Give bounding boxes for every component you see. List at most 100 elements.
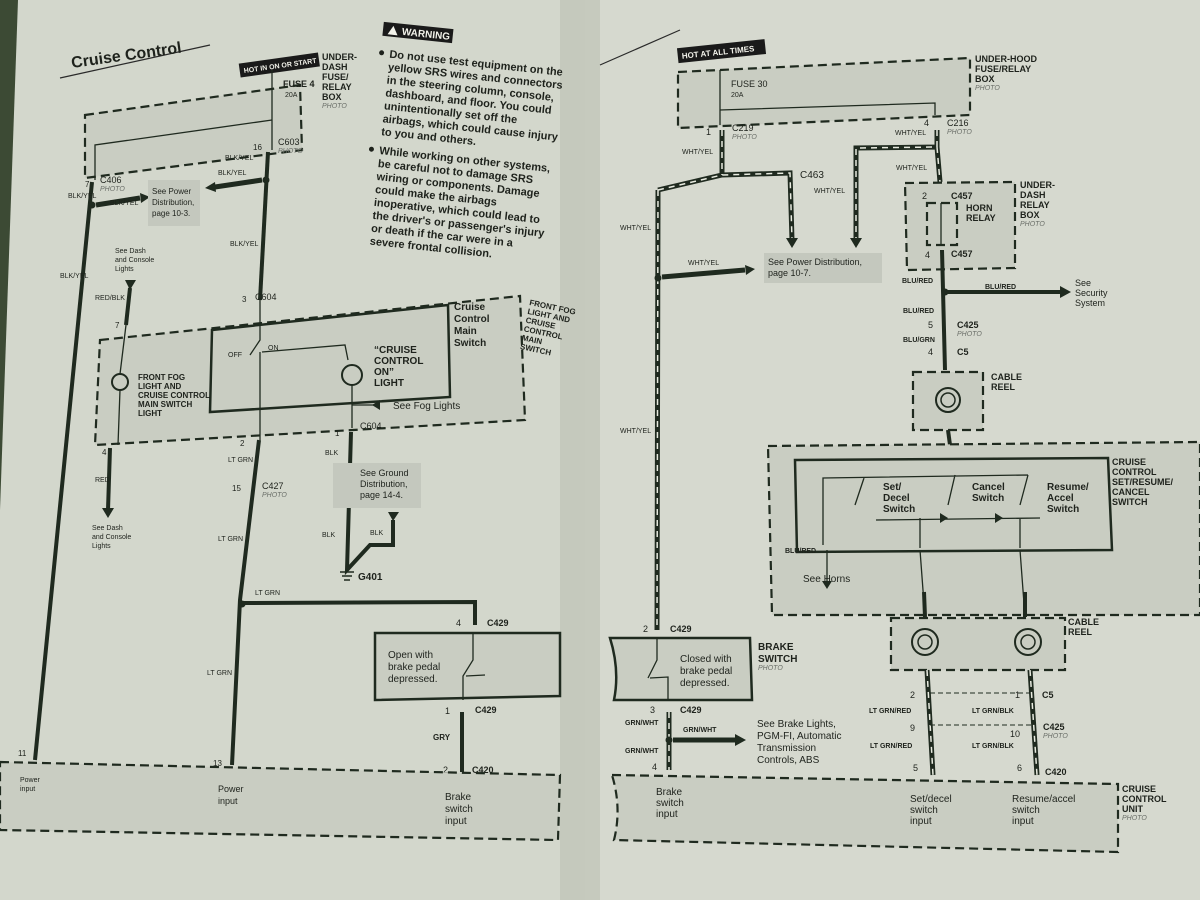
diagram-label: Distribution, bbox=[152, 198, 194, 207]
wire-segment bbox=[95, 195, 141, 208]
diagram-label: input bbox=[656, 809, 678, 820]
diagram-label: PHOTO bbox=[957, 331, 982, 338]
wire-segment bbox=[1020, 634, 1036, 650]
diagram-label: LIGHT bbox=[374, 378, 404, 389]
diagram-label: Brake bbox=[656, 787, 683, 798]
diagram-label: 1 bbox=[706, 127, 711, 137]
diagram-label: 1 bbox=[335, 429, 340, 438]
diagram-label: 9 bbox=[910, 723, 915, 733]
fuse-label: FUSE 4 bbox=[283, 79, 315, 89]
diagram-label: 2 bbox=[643, 624, 648, 634]
diagram-label: 2 bbox=[922, 191, 927, 201]
wire-segment bbox=[94, 119, 273, 180]
connector-c457: C457 bbox=[951, 191, 973, 201]
diagram-label: PHOTO bbox=[322, 103, 347, 110]
connector-c427: C427 bbox=[262, 481, 284, 491]
horn-relay bbox=[925, 201, 959, 247]
wire-segment bbox=[368, 146, 374, 152]
wire-segment bbox=[462, 633, 486, 700]
wire-segment bbox=[665, 736, 673, 744]
diagram-label: BLU/RED bbox=[985, 284, 1016, 291]
diagram-label: WHT/YEL bbox=[896, 165, 927, 172]
wire-segment bbox=[786, 238, 862, 248]
diagram-label: ON” bbox=[374, 367, 394, 378]
diagram-label: BLU/GRN bbox=[903, 337, 935, 344]
diagram-label: WHT/YEL bbox=[620, 428, 651, 435]
diagram-label: MAIN bbox=[521, 333, 543, 346]
wire-segment bbox=[88, 201, 96, 209]
wire-segment bbox=[735, 734, 746, 746]
diagram-label: input bbox=[445, 816, 467, 827]
diagram-label: C5 bbox=[1042, 690, 1054, 700]
fuse-box-label: UNDER- DASH FUSE/ RELAY BOX PHOTO bbox=[322, 52, 357, 110]
wire-segment bbox=[1060, 286, 1071, 298]
diagram-label: WHT/YEL bbox=[688, 260, 719, 267]
book-gutter bbox=[560, 0, 600, 900]
diagram-label: 6 bbox=[1017, 763, 1022, 773]
diagram-label: See Ground bbox=[360, 468, 409, 478]
diagram-label: Lights bbox=[115, 266, 134, 273]
diagram-label: GRN/WHT bbox=[683, 727, 717, 734]
wire-segment bbox=[940, 392, 956, 408]
left-diagram: Cruise Control HOT IN ON OR START FUSE 4… bbox=[0, 40, 576, 842]
diagram-label: PHOTO bbox=[975, 85, 1000, 92]
wire-segment bbox=[656, 130, 941, 631]
connector-c425: C425 bbox=[957, 320, 979, 330]
diagram-label: PHOTO bbox=[1043, 733, 1068, 740]
hot-tag bbox=[238, 52, 320, 78]
diagram-label: switch bbox=[910, 805, 938, 816]
diagram-label: 2 bbox=[443, 765, 448, 775]
diagram-label: See Power Distribution, bbox=[768, 257, 862, 267]
diagram-label: See Fog Lights bbox=[393, 401, 460, 412]
diagram-label: Open with bbox=[388, 650, 433, 661]
connector-c420: C420 bbox=[472, 765, 494, 775]
diagram-label: BLK/YEL bbox=[230, 241, 259, 248]
wire-segment bbox=[372, 400, 380, 410]
wire-segment bbox=[262, 176, 270, 184]
diagram-label: See Horns bbox=[803, 574, 850, 585]
connector-c463: C463 bbox=[800, 170, 824, 181]
diagram-label: WHT/YEL bbox=[682, 149, 713, 156]
connector-c420-right: C420 bbox=[1045, 767, 1067, 777]
cable-reel-bottom bbox=[889, 616, 1067, 672]
diagram-label: BOX bbox=[975, 74, 995, 84]
diagram-label: 4 bbox=[928, 347, 933, 357]
diagram-label: brake pedal bbox=[680, 666, 732, 677]
diagram-label: Decel bbox=[883, 493, 910, 504]
diagram-label: GRY bbox=[433, 733, 451, 742]
diagram-label: page 14-4. bbox=[360, 490, 403, 500]
diagram-label: PHOTO bbox=[732, 134, 757, 141]
diagram-label: 10 bbox=[1010, 729, 1020, 739]
diagram-label: “CRUISE bbox=[374, 345, 417, 356]
wire-segment bbox=[654, 274, 662, 282]
diagram-label: RELAY bbox=[1020, 200, 1050, 210]
diagram-label: 1 bbox=[1015, 690, 1020, 700]
connector-c406: C406 bbox=[100, 175, 122, 185]
resume-accel-switch: Resume/ bbox=[1047, 482, 1089, 493]
diagram-label: 3 bbox=[650, 705, 655, 715]
diagram-label: Lights bbox=[92, 543, 111, 550]
connector-c216: C216 bbox=[947, 118, 969, 128]
diagram-label: SWITCH bbox=[758, 654, 797, 665]
diagram-label: UNDER-HOOD bbox=[975, 54, 1037, 64]
diagram-label: CRUISE CONTROL bbox=[138, 391, 210, 400]
diagram-label: System bbox=[1075, 298, 1105, 308]
diagram-label: RED bbox=[95, 477, 110, 484]
diagram-label: CABLE bbox=[991, 372, 1022, 382]
diagram-label: 2 bbox=[240, 439, 245, 448]
diagram-label: BLK bbox=[322, 532, 336, 539]
diagram-label: MAIN SWITCH bbox=[138, 400, 192, 409]
warning-box: WARNING Do not use test equipment on the… bbox=[368, 21, 563, 260]
diagram-label: PHOTO bbox=[100, 186, 125, 193]
diagram-label: PHOTO bbox=[947, 129, 972, 136]
diagram-label: OFF bbox=[228, 352, 242, 359]
diagram-label: UNIT bbox=[1122, 804, 1143, 814]
connector-c429-right: C429 bbox=[670, 624, 692, 634]
diagram-label: switch bbox=[1012, 805, 1040, 816]
diagram-label: Power bbox=[218, 784, 244, 794]
diagram-label: ON bbox=[268, 345, 279, 352]
diagram-label: Resume/accel bbox=[1012, 794, 1075, 805]
connector-c429: C429 bbox=[487, 618, 509, 628]
diagram-label: GRN/WHT bbox=[625, 748, 659, 755]
